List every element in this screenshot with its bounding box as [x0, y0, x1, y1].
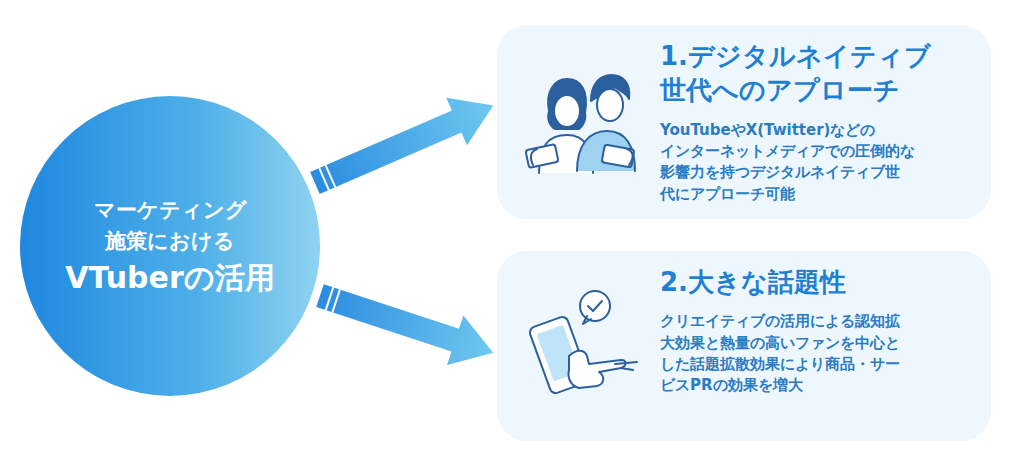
circle-highlight: VTuberの活用	[65, 258, 274, 297]
arrow-shape	[312, 271, 501, 378]
panel-heading: 1.デジタルネイティブ 世代へのアプローチ	[660, 39, 978, 108]
benefit-panel: 2.大きな話題性クリエイティブの活用による認知拡 大効果と熱量の高いファンを中心…	[497, 251, 991, 441]
arrow-stripe	[326, 287, 334, 310]
arrow-stripe	[326, 165, 336, 187]
phone-check-icon	[525, 286, 645, 396]
panel-body: YouTubeやX(Twitter)などの インターネットメディアでの圧倒的な …	[660, 120, 978, 205]
panel-heading: 2.大きな話題性	[660, 265, 978, 299]
arrow-shape	[305, 82, 504, 207]
arrow-stripe	[332, 289, 340, 312]
panel-body: クリエイティブの活用による認知拡 大効果と熱量の高いファンを中心と した話題拡散…	[660, 311, 978, 396]
text-column: 1.デジタルネイティブ 世代へのアプローチ YouTubeやX(Twitter)な…	[660, 39, 978, 205]
circle-text: マーケティング 施策における	[60, 195, 280, 256]
block-arrow	[312, 271, 501, 378]
block-arrow	[305, 82, 504, 207]
topic-circle: マーケティング 施策におけるVTuberの活用	[20, 96, 320, 396]
text-column: 2.大きな話題性クリエイティブの活用による認知拡 大効果と熱量の高いファンを中心…	[660, 265, 978, 397]
people-illustration	[519, 65, 649, 175]
benefit-panel: 1.デジタルネイティブ 世代へのアプローチ YouTubeやX(Twitter)な…	[497, 25, 991, 219]
